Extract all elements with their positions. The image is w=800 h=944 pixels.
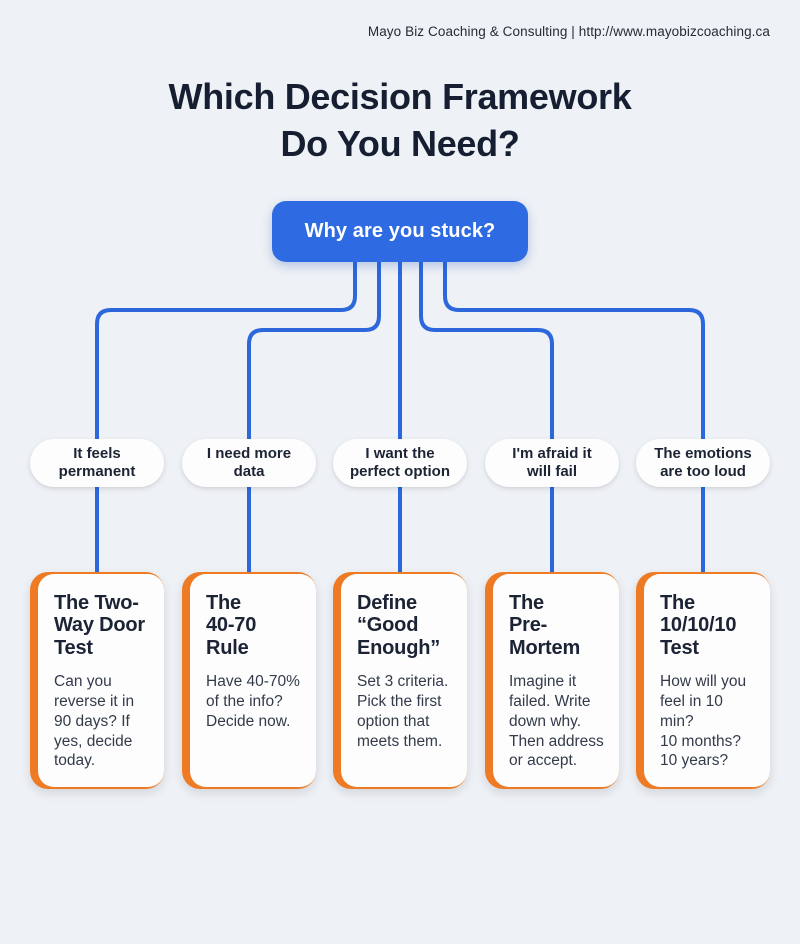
pill-i-want-the-perfect-option: I want the perfect option bbox=[333, 439, 467, 487]
connector-branch-4 bbox=[419, 260, 554, 575]
pill-im-afraid-it-will-fail: I'm afraid it will fail bbox=[485, 439, 619, 487]
pill-i-need-more-data: I need more data bbox=[182, 439, 316, 487]
root-question-box: Why are you stuck? bbox=[272, 201, 528, 262]
card-title: The 10/10/10 Test bbox=[660, 592, 737, 659]
connector-branch-5 bbox=[443, 260, 705, 575]
page-title: Which Decision Framework Do You Need? bbox=[168, 76, 632, 164]
card-inner: The Two- Way Door Test Can you reverse i… bbox=[38, 574, 164, 787]
card-title: Define “Good Enough” bbox=[357, 592, 441, 659]
pill-label: I need more data bbox=[206, 444, 292, 480]
pill-the-emotions-are-too-loud: The emotions are too loud bbox=[636, 439, 770, 487]
card-inner: The 40-70 Rule Have 40-70% of the info? … bbox=[190, 574, 316, 787]
card-define-good-enough: Define “Good Enough” Set 3 criteria. Pic… bbox=[333, 572, 467, 789]
card-title: The 40-70 Rule bbox=[206, 592, 257, 659]
card-body: Can you reverse it in 90 days? If yes, d… bbox=[54, 673, 135, 770]
card-title: The Pre- Mortem bbox=[509, 592, 581, 659]
connector-branch-1 bbox=[95, 260, 357, 575]
pill-label: It feels permanent bbox=[58, 444, 136, 480]
connector-branch-2 bbox=[247, 260, 381, 575]
card-two-way-door-test: The Two- Way Door Test Can you reverse i… bbox=[30, 572, 164, 789]
card-inner: The 10/10/10 Test How will you feel in 1… bbox=[644, 574, 770, 787]
card-pre-mortem: The Pre- Mortem Imagine it failed. Write… bbox=[485, 572, 619, 789]
card-40-70-rule: The 40-70 Rule Have 40-70% of the info? … bbox=[182, 572, 316, 789]
card-body: How will you feel in 10 min? 10 months? … bbox=[660, 673, 747, 770]
card-10-10-10-test: The 10/10/10 Test How will you feel in 1… bbox=[636, 572, 770, 789]
pill-label: I'm afraid it will fail bbox=[512, 444, 592, 480]
brand-credit: Mayo Biz Coaching & Consulting | http://… bbox=[367, 24, 770, 39]
pill-label: The emotions are too loud bbox=[654, 444, 752, 480]
card-body: Set 3 criteria. Pick the first option th… bbox=[357, 673, 449, 750]
card-body: Have 40-70% of the info? Decide now. bbox=[206, 673, 300, 730]
pill-it-feels-permanent: It feels permanent bbox=[30, 439, 164, 487]
card-title: The Two- Way Door Test bbox=[54, 592, 145, 659]
root-question-label: Why are you stuck? bbox=[304, 220, 496, 242]
pill-label: I want the perfect option bbox=[350, 444, 450, 480]
card-inner: The Pre- Mortem Imagine it failed. Write… bbox=[493, 574, 619, 787]
card-inner: Define “Good Enough” Set 3 criteria. Pic… bbox=[341, 574, 467, 787]
card-body: Imagine it failed. Write down why. Then … bbox=[509, 673, 604, 770]
